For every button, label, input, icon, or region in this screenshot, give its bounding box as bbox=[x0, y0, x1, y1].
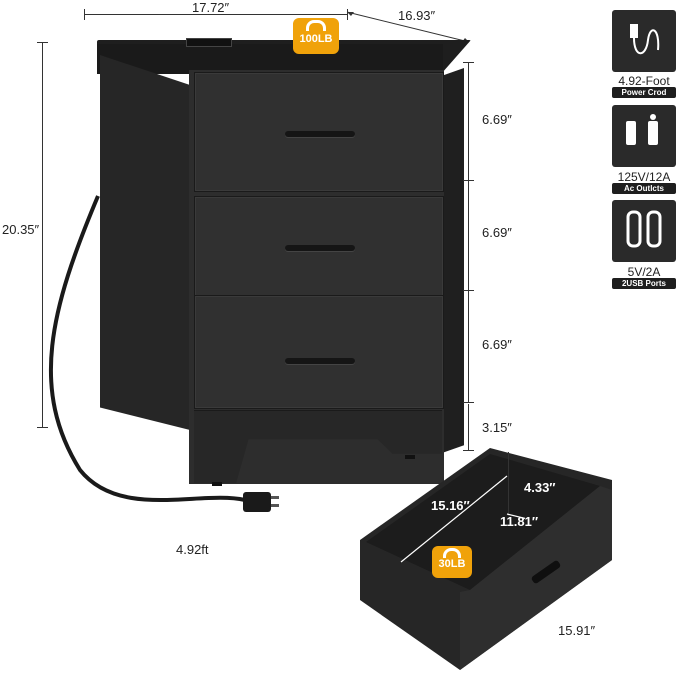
top-weight-badge: 100LB bbox=[293, 18, 339, 54]
drawer-tick-3 bbox=[463, 290, 474, 291]
feature-usb-ports bbox=[612, 200, 676, 262]
feature-power-cord bbox=[612, 10, 676, 72]
height-dimension-tick-bottom bbox=[37, 427, 48, 428]
drawer-1-height-label: 6.69″ bbox=[482, 112, 512, 127]
usb-port-icon bbox=[626, 210, 662, 248]
weight-icon bbox=[306, 20, 326, 31]
drawer-tick-2 bbox=[463, 180, 474, 181]
drawer-depth-line bbox=[400, 475, 525, 563]
drawer-inner-height-label: 4.33″ bbox=[524, 480, 556, 495]
open-drawer-box bbox=[360, 440, 612, 670]
width-dimension-label: 17.72″ bbox=[192, 0, 230, 15]
cabinet-foot-right bbox=[405, 455, 415, 459]
top-weight-label: 100LB bbox=[299, 33, 333, 45]
drawer-3-height-label: 6.69″ bbox=[482, 337, 512, 352]
width-dimension-line bbox=[85, 14, 347, 15]
drawer-1[interactable] bbox=[194, 72, 444, 192]
base-tick-bottom bbox=[463, 450, 474, 451]
feature-ac-outlets bbox=[612, 105, 676, 167]
depth-dimension-label: 16.93″ bbox=[398, 8, 436, 23]
drawer-weight-icon bbox=[443, 548, 461, 558]
cabinet-side bbox=[100, 55, 190, 430]
feature-usb-ports-tag: 2USB Ports bbox=[612, 278, 676, 289]
feature-power-cord-label: 4.92-Foot bbox=[618, 74, 670, 88]
drawer-dimension-line bbox=[468, 62, 469, 402]
drawer-1-handle[interactable] bbox=[285, 131, 355, 137]
cord-length-label: 4.92ft bbox=[176, 542, 209, 557]
drawer-inner-height-line bbox=[508, 452, 509, 516]
feature-usb-ports-label: 5V/2A bbox=[627, 265, 661, 279]
drawer-tick-4 bbox=[463, 402, 474, 403]
width-dimension-tick-left bbox=[84, 9, 85, 20]
drawer-tick-1 bbox=[463, 62, 474, 63]
height-dimension-label: 20.35″ bbox=[2, 220, 40, 239]
drawer-weight-badge: 30LB bbox=[432, 546, 472, 578]
drawer-2-handle[interactable] bbox=[285, 245, 355, 251]
base-dimension-line bbox=[468, 404, 469, 450]
feature-power-cord-tag: Power Crod bbox=[612, 87, 676, 98]
drawer-depth-label: 15.16″ bbox=[431, 498, 470, 513]
power-cord bbox=[48, 195, 279, 512]
height-dimension-line bbox=[42, 42, 43, 427]
drawer-inner-width-label: 11.81″ bbox=[500, 514, 539, 529]
feature-ac-outlets-tag: Ac Outlcts bbox=[612, 183, 676, 194]
height-dimension-tick-top bbox=[37, 42, 48, 43]
drawer-weight-label: 30LB bbox=[438, 558, 466, 570]
base-height-label: 3.15″ bbox=[482, 420, 512, 435]
top-usb-strip bbox=[186, 38, 232, 47]
ac-outlet-icon bbox=[626, 114, 658, 145]
drawer-3-handle[interactable] bbox=[285, 358, 355, 364]
drawer-outer-length-label: 15.91″ bbox=[558, 623, 596, 638]
drawer-2-height-label: 6.69″ bbox=[482, 225, 512, 240]
cabinet-right-side bbox=[442, 68, 464, 453]
open-drawer-illustration bbox=[360, 448, 612, 670]
power-cord-icon bbox=[630, 24, 660, 55]
cabinet-top-edge bbox=[97, 44, 443, 74]
width-dimension-tick-right bbox=[347, 9, 348, 20]
feature-ac-outlets-label: 125V/12A bbox=[617, 170, 671, 184]
drawer-3[interactable] bbox=[194, 295, 444, 409]
cabinet-foot-left bbox=[212, 482, 222, 486]
